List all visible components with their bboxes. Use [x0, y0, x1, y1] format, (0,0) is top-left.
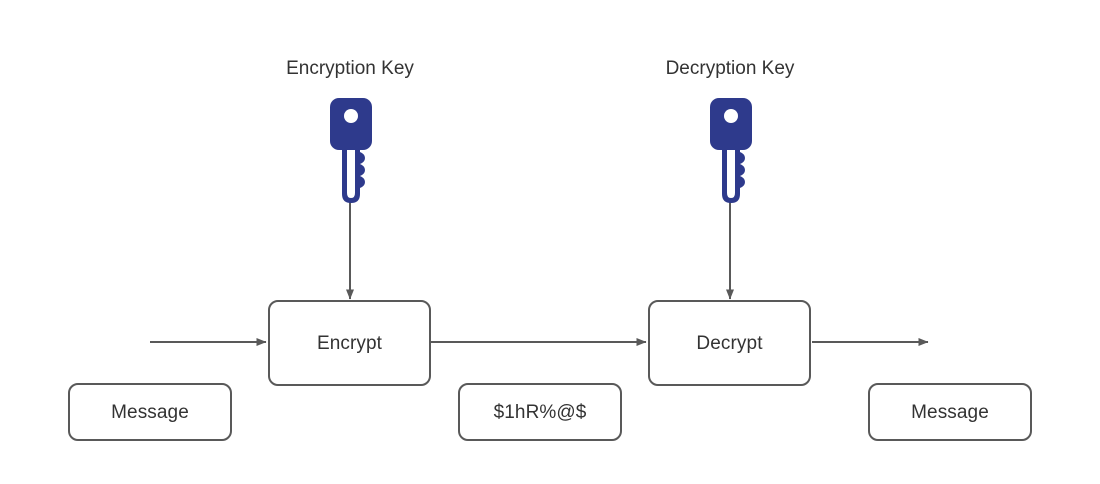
decrypt-node[interactable]: Decrypt	[648, 300, 811, 386]
message-output-node[interactable]: Message	[868, 383, 1032, 441]
message-input-node[interactable]: Message	[68, 383, 232, 441]
decryption-key-label: Decryption Key	[665, 58, 795, 79]
ciphertext-node[interactable]: $1hR%@$	[458, 383, 622, 441]
encrypt-node[interactable]: Encrypt	[268, 300, 431, 386]
decryption-key-icon	[710, 98, 752, 203]
encryption-key-icon	[330, 98, 372, 203]
encryption-key-label: Encryption Key	[286, 58, 414, 79]
